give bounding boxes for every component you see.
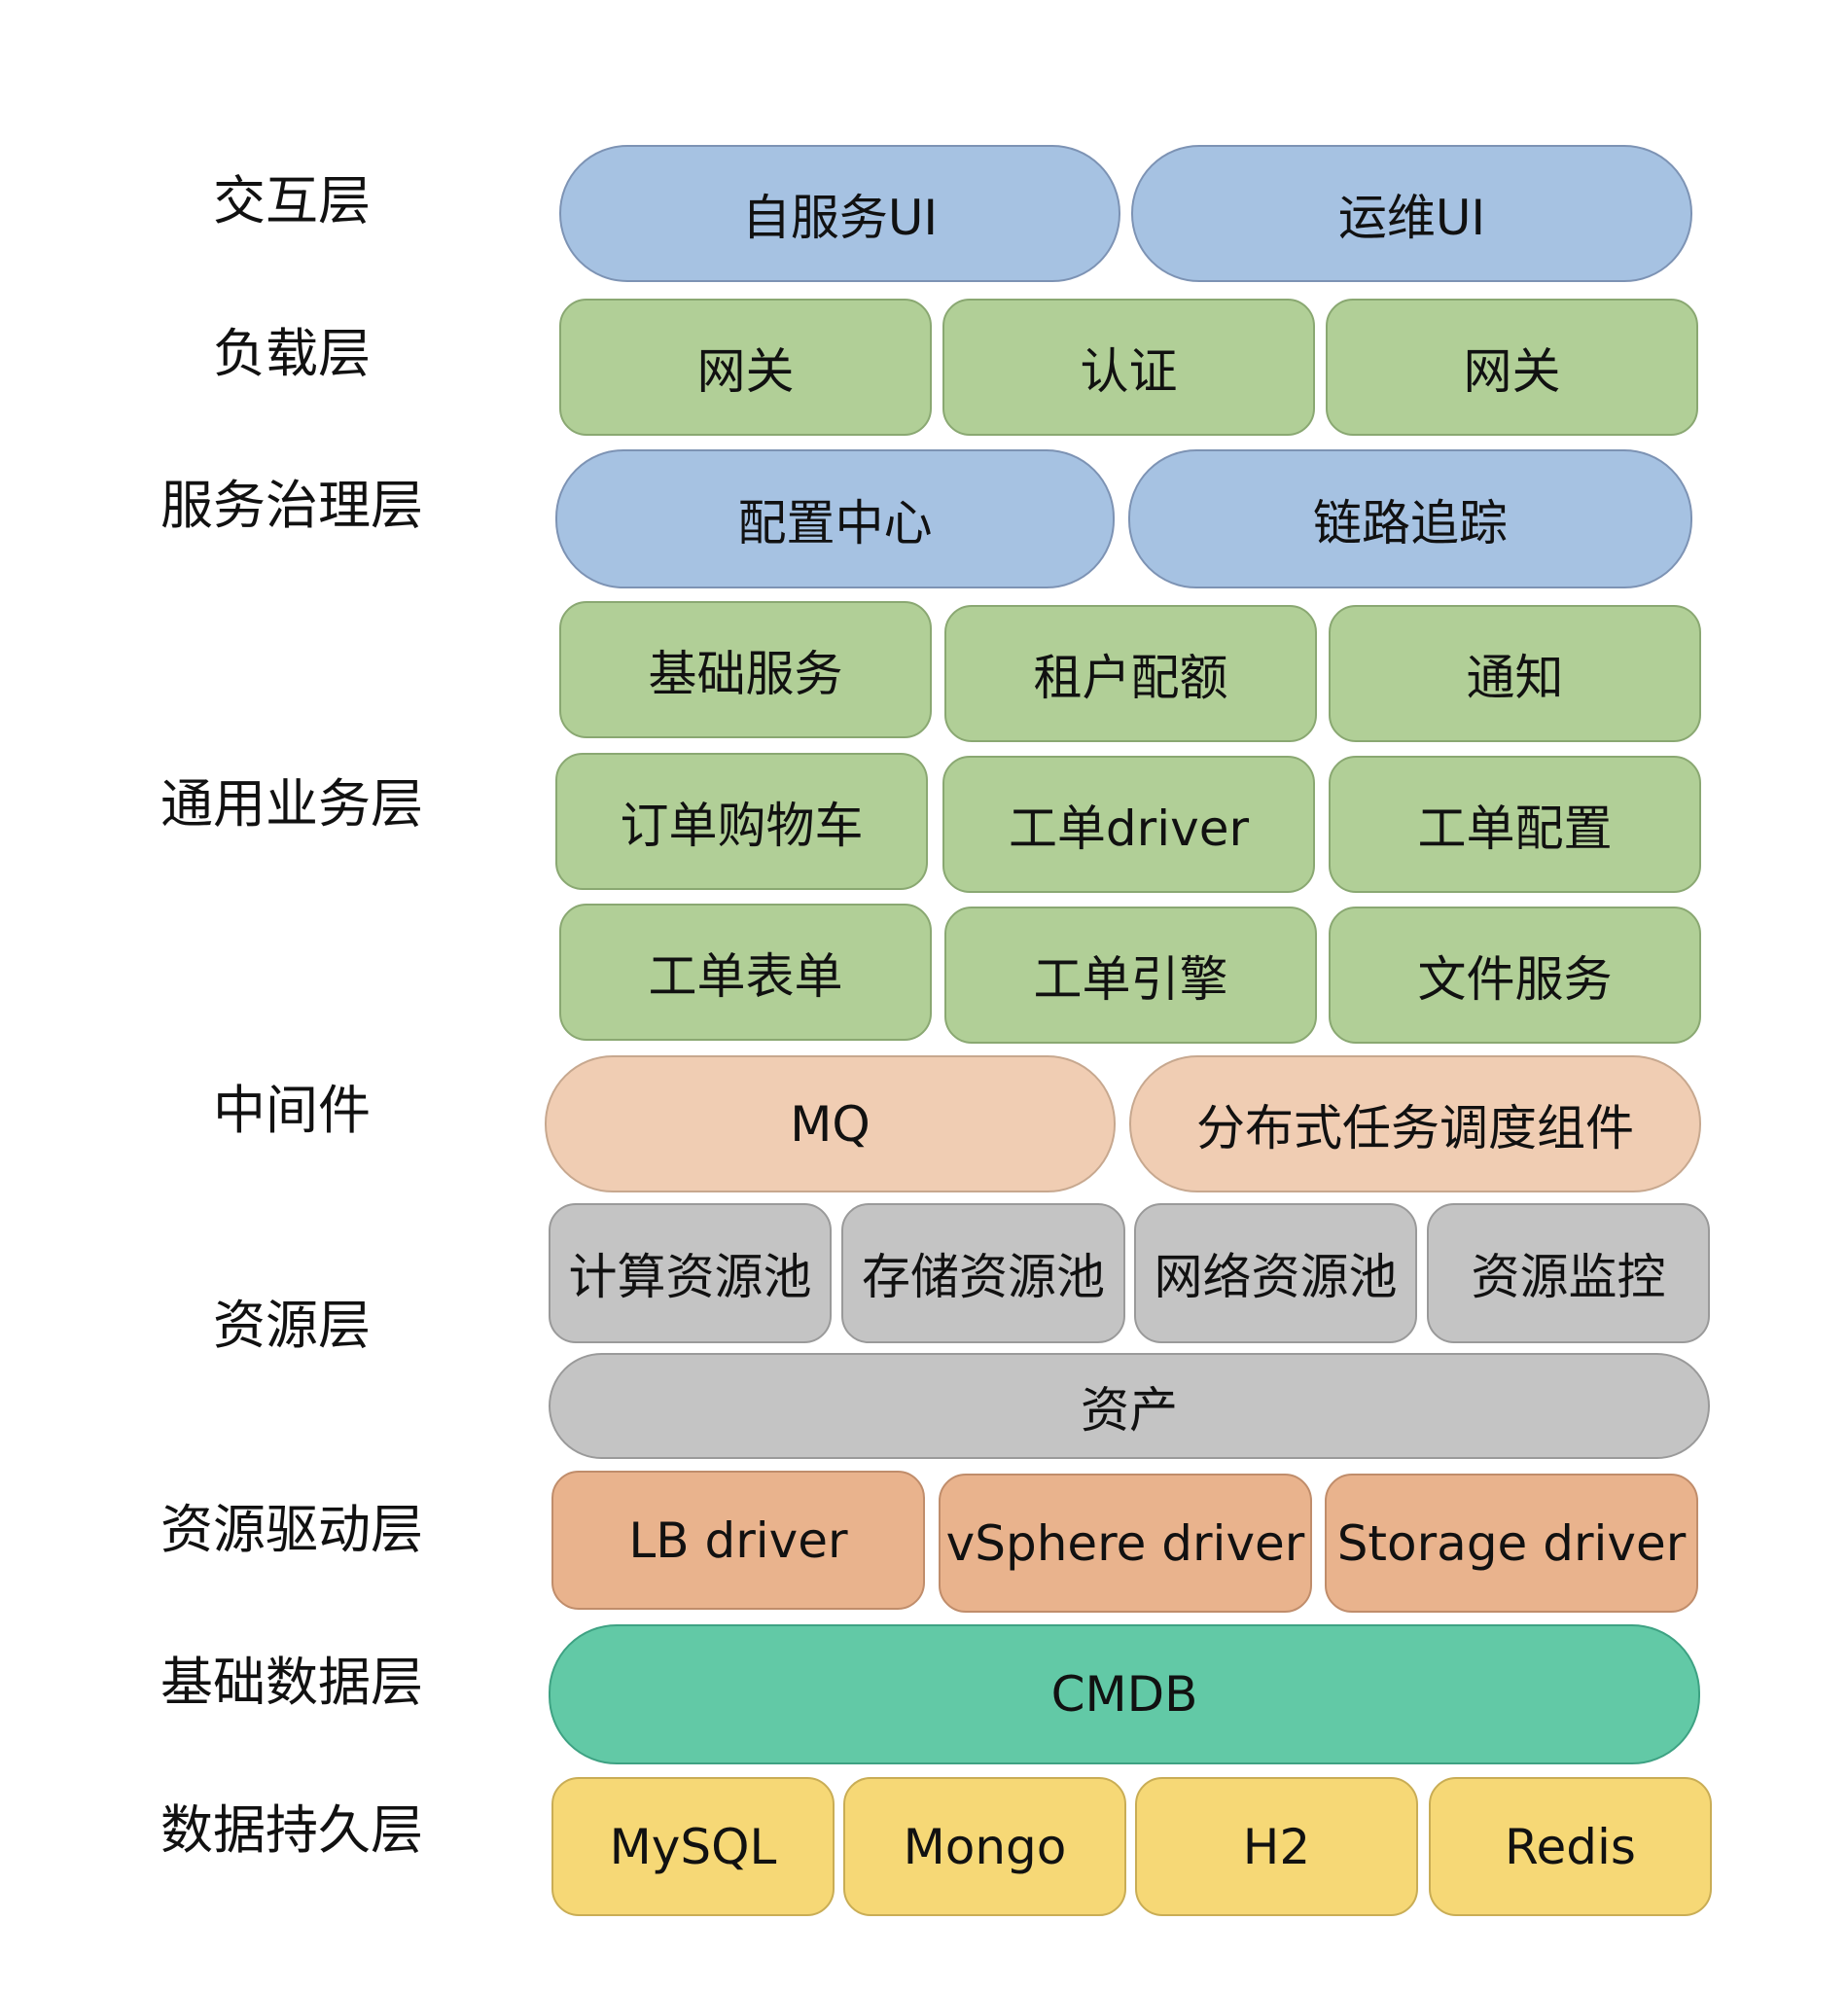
ticket-driver-box: 工单driver (942, 756, 1315, 893)
ticket-config-box: 工单配置 (1329, 756, 1701, 893)
vsphere-driver-box: vSphere driver (939, 1474, 1312, 1613)
ticket-form-box: 工单表单 (559, 904, 932, 1041)
tenant-quota-box: 租户配额 (944, 605, 1317, 742)
layer-label-driver: 资源驱动层 (160, 1499, 423, 1560)
storage-driver-box: Storage driver (1325, 1474, 1698, 1613)
gateway-box-1: 网关 (559, 299, 932, 436)
layer-label-middleware: 中间件 (213, 1080, 371, 1141)
layer-label-base-data: 基础数据层 (160, 1652, 423, 1713)
mq-box: MQ (545, 1055, 1116, 1192)
network-pool-box: 网络资源池 (1134, 1203, 1417, 1343)
auth-box: 认证 (942, 299, 1315, 436)
mysql-box: MySQL (551, 1777, 835, 1916)
self-service-ui-box: 自服务UI (559, 145, 1120, 282)
resource-monitoring-box: 资源监控 (1427, 1203, 1710, 1343)
layer-label-persistence: 数据持久层 (160, 1799, 423, 1861)
ticket-engine-box: 工单引擎 (944, 907, 1317, 1044)
cmdb-box: CMDB (549, 1624, 1700, 1764)
storage-pool-box: 存储资源池 (841, 1203, 1125, 1343)
layer-label-business: 通用业务层 (160, 773, 423, 835)
compute-pool-box: 计算资源池 (549, 1203, 832, 1343)
mongo-box: Mongo (843, 1777, 1126, 1916)
layer-label-resource: 资源层 (213, 1295, 371, 1356)
h2-box: H2 (1135, 1777, 1418, 1916)
order-cart-box: 订单购物车 (555, 753, 928, 890)
basic-service-box: 基础服务 (559, 601, 932, 738)
config-center-box: 配置中心 (555, 449, 1115, 588)
gateway-box-2: 网关 (1326, 299, 1698, 436)
lb-driver-box: LB driver (551, 1471, 925, 1610)
layer-label-governance: 服务治理层 (160, 475, 423, 536)
ops-ui-box: 运维UI (1131, 145, 1692, 282)
scheduler-box: 分布式任务调度组件 (1129, 1055, 1701, 1192)
file-service-box: 文件服务 (1329, 907, 1701, 1044)
assets-box: 资产 (549, 1353, 1710, 1459)
layer-label-load: 负载层 (213, 323, 371, 384)
redis-box: Redis (1429, 1777, 1712, 1916)
layer-label-interaction: 交互层 (213, 170, 371, 231)
notification-box: 通知 (1329, 605, 1701, 742)
tracing-box: 链路追踪 (1128, 449, 1692, 588)
